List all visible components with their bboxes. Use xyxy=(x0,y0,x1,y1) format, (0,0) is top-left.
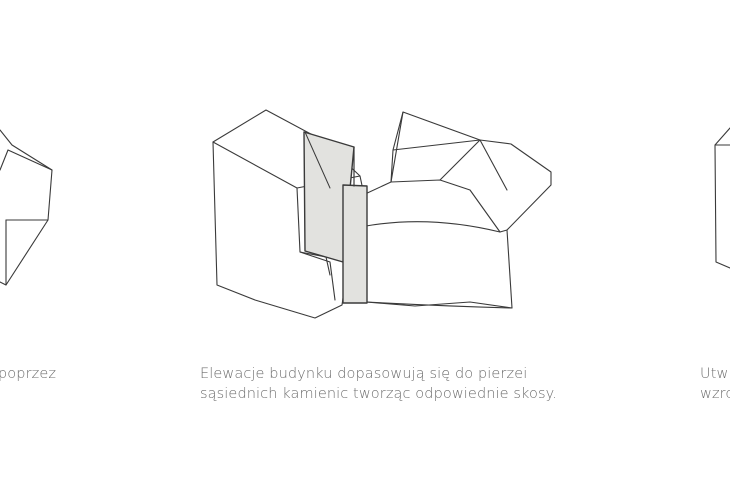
caption-right-line-2: wzro xyxy=(700,386,730,402)
narrow-facade-panel xyxy=(342,184,368,304)
highlighted-facade-panels xyxy=(303,131,368,304)
caption-center: Elewacje budynku dopasowują się do pierz… xyxy=(200,364,557,404)
caption-right-line-1: Utw xyxy=(700,366,729,382)
caption-right: Utw wzro xyxy=(700,364,730,404)
caption-left-line-1: poprzez xyxy=(0,366,57,382)
right-building-fragment xyxy=(714,127,730,269)
caption-center-line-1: Elewacje budynku dopasowują się do pierz… xyxy=(200,366,528,382)
caption-left: poprzez xyxy=(0,364,56,384)
center-right-block xyxy=(362,111,552,309)
caption-center-line-2: sąsiednich kamienic tworząc odpowiednie … xyxy=(200,386,557,402)
left-building-fragment xyxy=(0,129,53,286)
